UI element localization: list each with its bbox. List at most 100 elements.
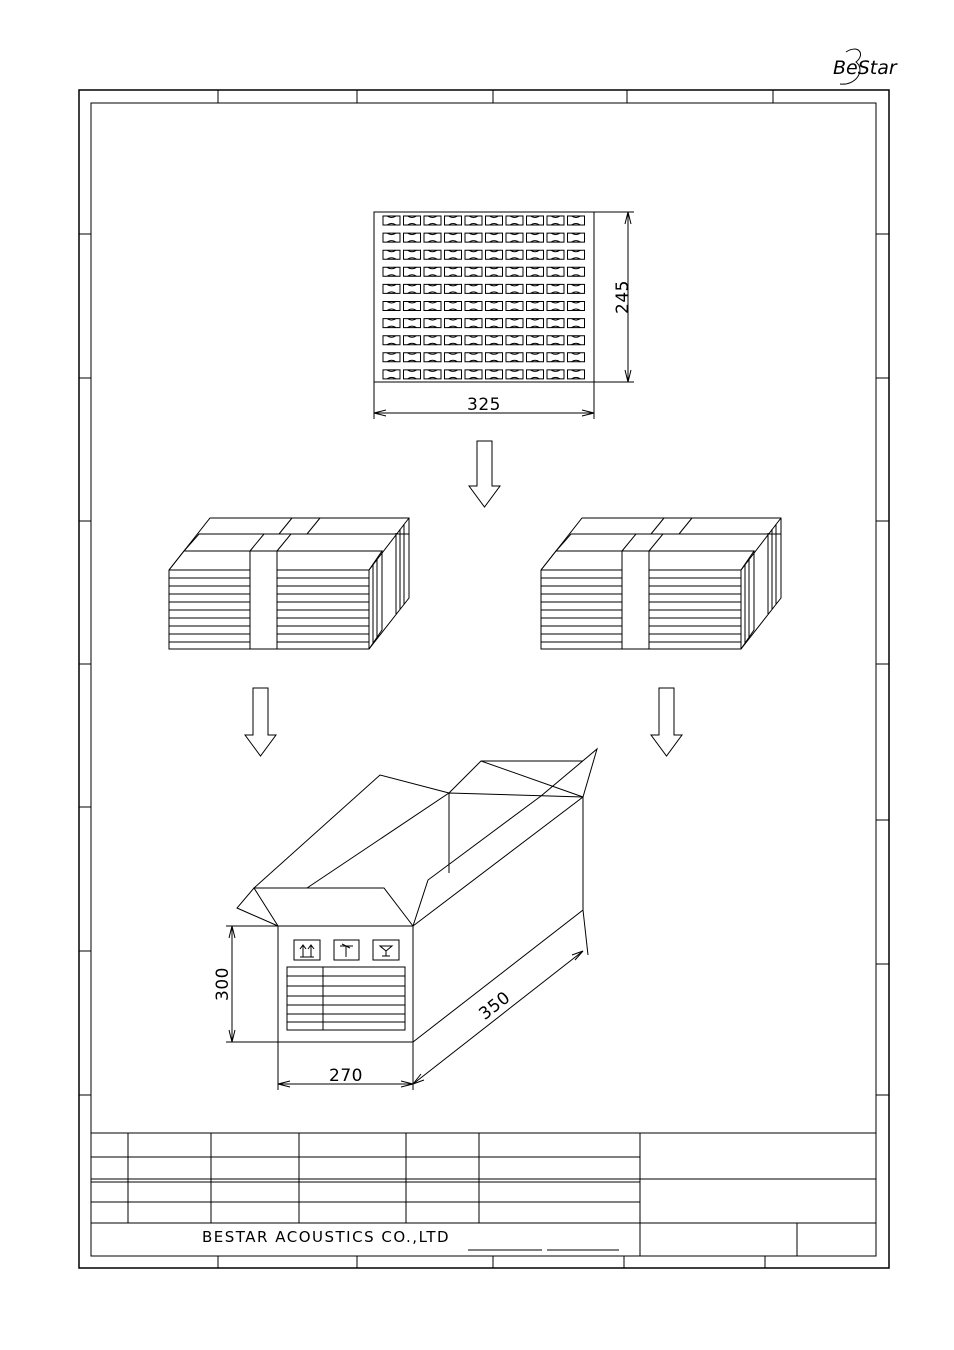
tray-pocket <box>547 216 564 225</box>
tray-pocket <box>383 216 400 225</box>
tray-pocket <box>568 302 585 311</box>
tray-pocket <box>527 216 544 225</box>
tray-pocket <box>383 319 400 328</box>
carton-height-label: 300 <box>213 967 233 1001</box>
tray-pocket <box>486 284 503 293</box>
tray-pocket <box>506 370 523 379</box>
tray-pocket <box>424 319 441 328</box>
tray-pocket <box>506 319 523 328</box>
keep-dry-icon <box>340 944 353 957</box>
tray-pocket <box>465 284 482 293</box>
tray-pocket <box>506 353 523 362</box>
company-name: BESTAR ACOUSTICS CO.,LTD <box>202 1228 450 1246</box>
down-arrow-icon <box>651 688 682 756</box>
tray-pocket <box>506 267 523 276</box>
tray-pocket <box>568 370 585 379</box>
tray-pocket <box>424 233 441 242</box>
tray-pocket <box>424 216 441 225</box>
tray-pocket <box>404 216 421 225</box>
frame-zone-ticks <box>79 90 889 1268</box>
tray-width-label: 325 <box>467 395 501 415</box>
carton-width-label: 270 <box>329 1066 363 1086</box>
tray-pocket <box>424 336 441 345</box>
carton-label-table <box>287 967 405 1030</box>
tray-pocket <box>506 216 523 225</box>
tray-pocket <box>486 233 503 242</box>
tray-pocket <box>445 233 462 242</box>
tray-pocket <box>547 250 564 259</box>
carton-box <box>226 749 597 1090</box>
tray-pocket <box>527 302 544 311</box>
tray-pocket <box>486 319 503 328</box>
tray-pocket <box>486 267 503 276</box>
tray-pocket <box>547 319 564 328</box>
tray-pocket <box>424 267 441 276</box>
tray-pocket <box>424 370 441 379</box>
tray-pocket <box>486 250 503 259</box>
outer-frame <box>79 90 889 1268</box>
tray-pocket <box>424 250 441 259</box>
tray-pocket <box>527 250 544 259</box>
tray-pocket <box>527 370 544 379</box>
tray-pocket <box>547 353 564 362</box>
tray-pocket <box>404 336 421 345</box>
tray-pocket <box>404 302 421 311</box>
tray-stack <box>169 518 409 649</box>
tray-stack <box>541 518 781 649</box>
tray-pocket <box>424 353 441 362</box>
tray-pocket <box>568 319 585 328</box>
tray-pocket <box>445 336 462 345</box>
tray-pocket <box>445 319 462 328</box>
tray: 245 325 <box>374 212 634 419</box>
tray-pocket <box>404 353 421 362</box>
tray-pocket <box>465 302 482 311</box>
tray-pocket <box>486 353 503 362</box>
tray-pocket <box>404 319 421 328</box>
tray-pocket <box>445 250 462 259</box>
inner-frame <box>91 103 876 1256</box>
tray-pocket <box>486 370 503 379</box>
tray-pocket <box>465 336 482 345</box>
down-arrow-icon <box>469 441 500 507</box>
tray-pocket <box>424 302 441 311</box>
tray-pocket <box>465 250 482 259</box>
tray-pocket <box>506 336 523 345</box>
tray-pocket <box>404 284 421 293</box>
tray-pocket <box>404 267 421 276</box>
tray-pocket <box>506 302 523 311</box>
tray-pocket <box>465 216 482 225</box>
tray-pocket <box>445 284 462 293</box>
tray-pocket <box>404 370 421 379</box>
tray-pocket <box>547 336 564 345</box>
tray-pocket <box>568 250 585 259</box>
tray-pocket <box>568 284 585 293</box>
tray-pocket <box>445 302 462 311</box>
tray-pocket <box>404 250 421 259</box>
tray-pocket <box>547 284 564 293</box>
tray-pocket <box>527 336 544 345</box>
tray-pocket <box>383 233 400 242</box>
tray-pocket <box>465 267 482 276</box>
tray-pocket <box>568 267 585 276</box>
tray-pocket <box>465 319 482 328</box>
tray-height-label: 245 <box>613 280 633 314</box>
tray-pocket <box>568 216 585 225</box>
tray-pocket <box>445 370 462 379</box>
handling-icons <box>294 940 399 960</box>
tray-pocket <box>527 353 544 362</box>
tray-pocket <box>547 267 564 276</box>
tray-pocket <box>404 233 421 242</box>
tray-pocket <box>383 284 400 293</box>
tray-pocket <box>506 233 523 242</box>
this-side-up-icon <box>300 945 314 957</box>
tray-pocket <box>527 267 544 276</box>
tray-pocket <box>465 353 482 362</box>
tray-pocket <box>568 233 585 242</box>
tray-pocket <box>465 233 482 242</box>
tray-pocket <box>486 336 503 345</box>
tray-pocket <box>527 319 544 328</box>
tray-pocket <box>383 336 400 345</box>
logo-text: BeStar <box>833 57 898 79</box>
tray-pocket <box>383 370 400 379</box>
